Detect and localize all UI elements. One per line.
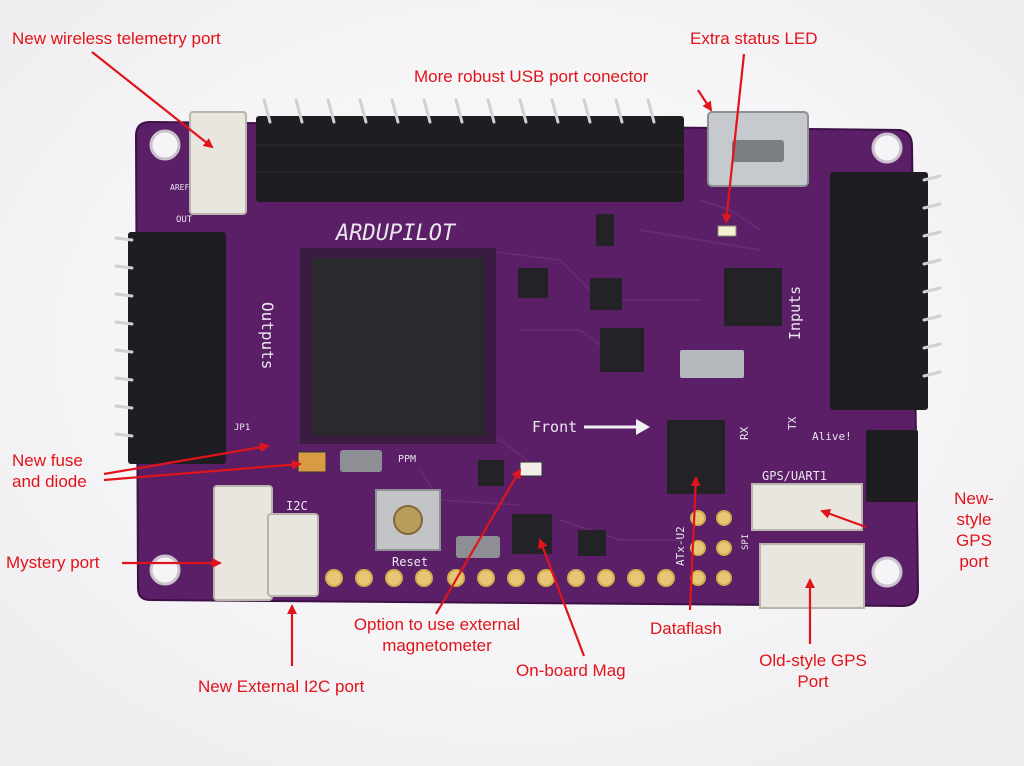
status-led	[297, 225, 737, 477]
main-microcontroller	[300, 248, 496, 444]
out-label: OUT	[176, 215, 193, 225]
front-label: Front	[532, 418, 577, 436]
rx-label: RX	[738, 426, 751, 440]
callout-new-gps-line2: style	[956, 510, 992, 529]
callout-new-gps-line3: GPS	[956, 531, 992, 550]
callout-arrows	[91, 51, 867, 666]
bottom-pads	[325, 510, 732, 587]
mounting-holes	[149, 129, 903, 588]
callout-old-gps: Old-style GPS Port	[728, 650, 898, 692]
front-arrow	[584, 419, 650, 435]
jp1-label: JP1	[234, 423, 250, 433]
arrow-onboard-mag	[538, 538, 586, 657]
ppm-label: PPM	[398, 454, 416, 465]
arrow-telemetry	[91, 51, 214, 149]
outputs-label: Outputs	[258, 302, 277, 369]
arrow-fuse-2	[103, 459, 302, 482]
top-pin-header	[256, 98, 684, 202]
tx-label: TX	[786, 416, 799, 430]
callout-i2c-port: New External I2C port	[198, 677, 365, 696]
gps-uart-label: GPS/UART1	[762, 469, 827, 483]
callout-fuse-line2: and diode	[12, 472, 87, 491]
right-pin-header	[830, 172, 942, 502]
callout-new-gps-line4: port	[959, 552, 989, 571]
callout-fuse: New fuse and diode	[12, 450, 87, 492]
callout-onboard-mag: On-board Mag	[516, 661, 626, 680]
callout-new-gps-line1: New-	[954, 489, 994, 508]
arrow-usb	[697, 89, 713, 112]
atx-label: ATx-U2	[674, 526, 687, 566]
arrow-fuse-1	[103, 442, 270, 476]
arrow-status-led	[721, 53, 746, 224]
callout-status-led: Extra status LED	[690, 29, 818, 48]
reset-button	[375, 489, 441, 551]
arrow-new-gps	[820, 509, 867, 529]
left-pin-header	[114, 232, 226, 464]
callout-mystery: Mystery port	[6, 553, 100, 572]
aref-label: AREF	[170, 183, 189, 192]
inputs-label: Inputs	[786, 286, 804, 340]
brand-label: ARDUPILOT	[334, 221, 457, 246]
reset-label: Reset	[392, 555, 428, 569]
callout-ext-mag-line2: magnetometer	[382, 636, 492, 655]
callout-new-gps: New- style GPS port	[932, 488, 1016, 572]
arrow-ext-mag	[435, 468, 522, 615]
ic-chips	[340, 214, 782, 558]
callout-usb: More robust USB port conector	[414, 67, 649, 86]
callout-old-gps-line2: Port	[797, 672, 829, 691]
usb-connector	[707, 111, 809, 187]
callout-telemetry: New wireless telemetry port	[12, 29, 221, 48]
i2c-label: I2C	[286, 499, 308, 513]
callout-old-gps-line1: Old-style GPS	[759, 651, 867, 670]
callout-ext-mag-line1: Option to use external	[353, 615, 521, 634]
alive-label: Alive!	[812, 430, 852, 443]
callout-dataflash: Dataflash	[650, 619, 722, 638]
arrow-dataflash	[688, 476, 701, 611]
spi-label: SPI	[741, 534, 751, 550]
connectors	[189, 111, 865, 609]
callout-fuse-line1: New fuse	[12, 451, 83, 470]
callout-ext-mag: Option to use external magnetometer	[324, 614, 550, 656]
